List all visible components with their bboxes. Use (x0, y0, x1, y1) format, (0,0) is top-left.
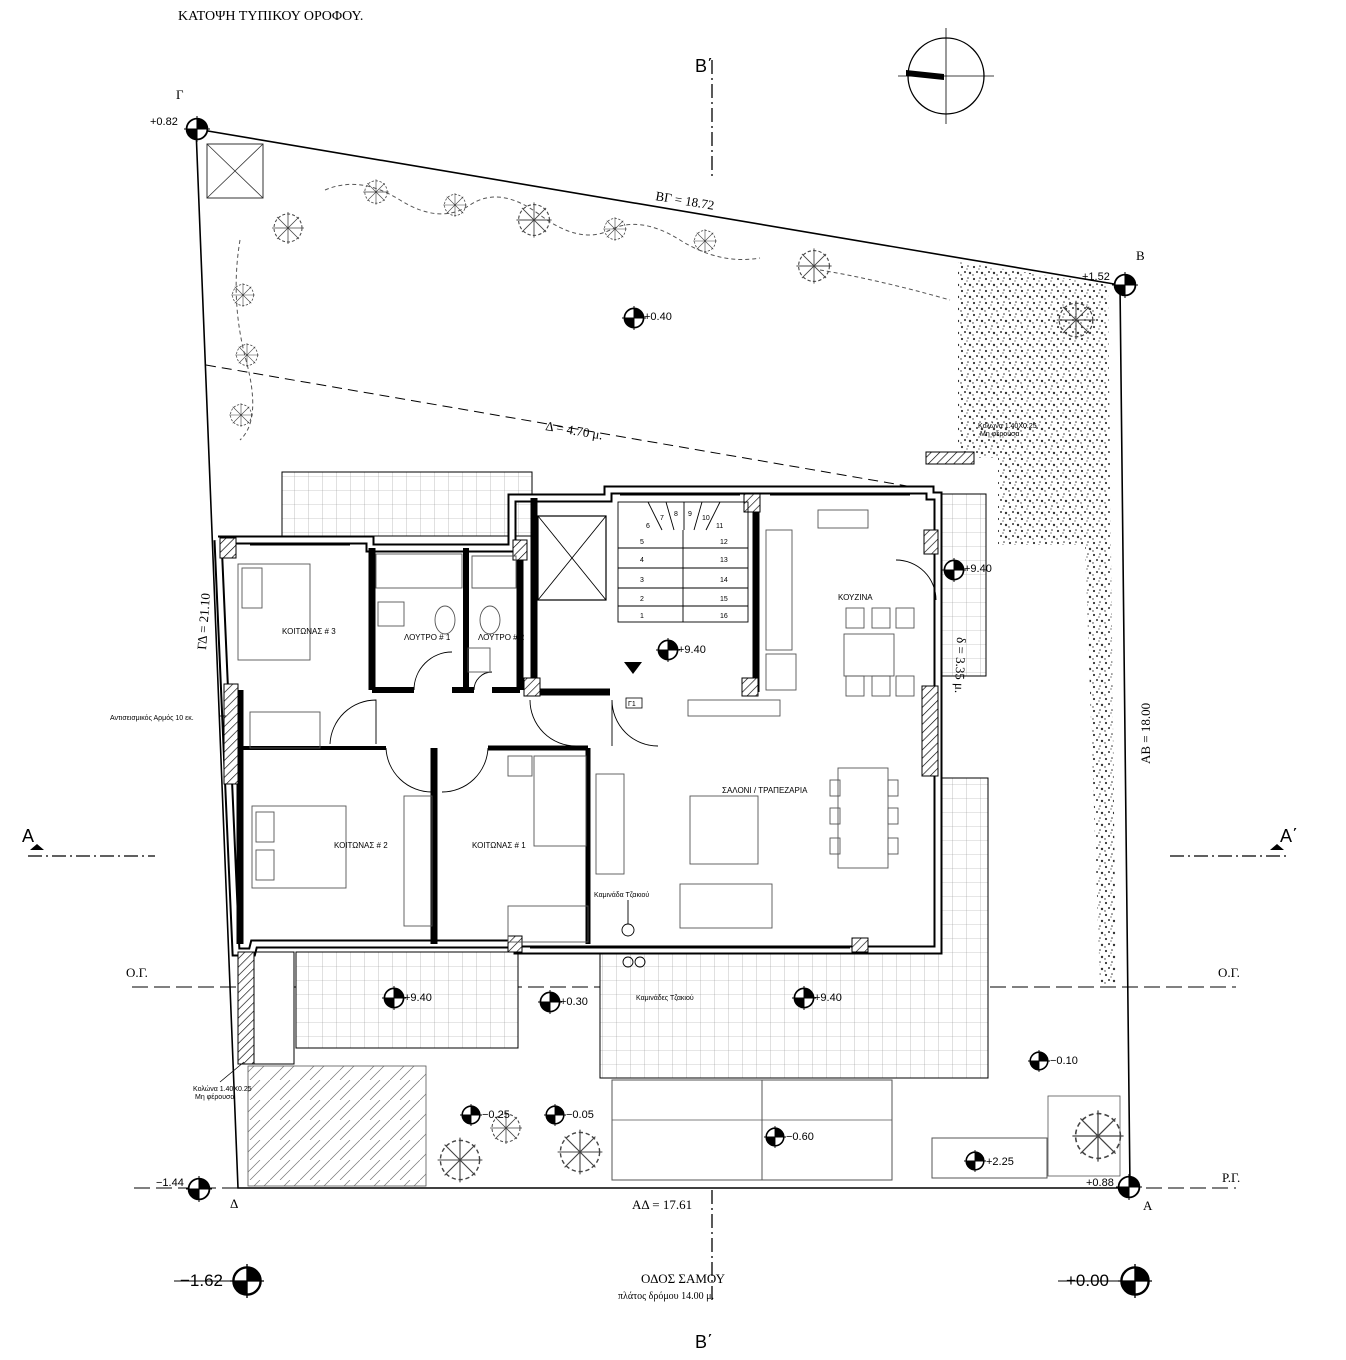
note-column-top: Κολώνα 1.40Χ0.25 (978, 422, 1037, 430)
level-marker-icon (1118, 1264, 1152, 1298)
stair-step-number: 4 (640, 557, 644, 564)
stair-step-number: 3 (640, 577, 644, 584)
garden-hedge (235, 183, 951, 441)
building-line-label-left: Ο.Γ. (126, 965, 148, 980)
planter-top-left (206, 143, 264, 199)
level-value: +0.88 (1086, 1177, 1114, 1189)
stair-step-number: 10 (702, 515, 710, 522)
staircase (617, 501, 749, 623)
corner-label-d: Δ (230, 1196, 238, 1211)
level-value: +0.40 (644, 311, 672, 323)
windows (250, 494, 935, 949)
level-value: +0.30 (560, 996, 588, 1008)
level-value: +2.25 (986, 1156, 1014, 1168)
street-line-label: Ρ.Γ. (1222, 1170, 1240, 1185)
stair-step-number: 8 (674, 511, 678, 518)
corner-label-a: Α (1143, 1198, 1153, 1213)
room-label-bath1: ΛΟΥΤΡΟ # 1 (404, 633, 451, 642)
level-marker-icon (186, 1176, 212, 1202)
street-width: πλάτος δρόμου 14.00 μ. (618, 1291, 714, 1302)
dimension-ab: ΑΒ = 18.00 (1138, 703, 1153, 764)
balcony-top (281, 471, 533, 537)
corner-label-g: Γ (176, 87, 184, 102)
note-column-bottom: Κολώνα 1.40Χ0.25 (193, 1085, 252, 1093)
north-arrow-icon (898, 28, 994, 124)
building-walls (213, 485, 943, 957)
page-title: ΚΑΤΟΨΗ ΤΥΠΙΚΟΥ ΟΡΟΦΟΥ. (178, 9, 363, 24)
level-value: −0.05 (566, 1109, 594, 1121)
level-value: −1.44 (156, 1177, 184, 1189)
level-value: +9.40 (404, 992, 432, 1004)
gravel-strip (958, 262, 1116, 985)
dimension-ad: ΑΔ = 17.61 (632, 1197, 692, 1212)
level-value: −0.25 (482, 1109, 510, 1121)
entrance-arrow-icon (624, 662, 642, 674)
section-label-b-bottom: Β΄ (695, 1332, 713, 1352)
room-label-living: ΣΑΛΟΝΙ / ΤΡΑΠΕΖΑΡΙΑ (722, 786, 808, 795)
stair-numbers: 1 2 3 4 5 6 7 8 9 10 11 12 13 14 15 16 (640, 511, 728, 620)
level-marker-icon (230, 1264, 264, 1298)
furniture (237, 509, 915, 943)
room-label-kitchen: ΚΟΥΖΙΝΑ (838, 593, 873, 602)
distance-line (205, 364, 931, 491)
doors (329, 559, 937, 793)
room-label-bedroom3: ΚΟΙΤΩΝΑΣ # 3 (282, 627, 336, 636)
room-label-bedroom2: ΚΟΙΤΩΝΑΣ # 2 (334, 841, 388, 850)
section-label-a-left: Α (22, 826, 34, 846)
corner-label-b: Β (1136, 248, 1145, 263)
building-line-label-right: Ο.Γ. (1218, 965, 1240, 980)
level-value: +0.82 (150, 116, 178, 128)
stair-step-number: 14 (720, 577, 728, 584)
level-value: +9.40 (814, 992, 842, 1004)
note-column-bottom-2: Μη φέρουσα (195, 1093, 234, 1101)
stair-step-number: 16 (720, 613, 728, 620)
stair-step-number: 6 (646, 523, 650, 530)
street-name: ΟΔΟΣ ΣΑΜΟΥ (641, 1271, 726, 1286)
section-label-a-right: Α΄ (1280, 826, 1298, 846)
dimension-delta2: δ = 3.35 μ. (952, 637, 969, 694)
room-label-bath2: ΛΟΥΤΡΟ # 2 (478, 633, 525, 642)
balcony-left (295, 951, 519, 1049)
stair-step-number: 9 (688, 511, 692, 518)
stair-step-number: 5 (640, 539, 644, 546)
stair-tag: Γ1 (628, 701, 636, 708)
room-label-bedroom1: ΚΟΙΤΩΝΑΣ # 1 (472, 841, 526, 850)
section-label-b-top: Β΄ (695, 56, 713, 76)
level-value: +9.40 (964, 563, 992, 575)
level-value: +9.40 (678, 644, 706, 656)
stair-step-number: 2 (640, 596, 644, 603)
stair-step-number: 15 (720, 596, 728, 603)
stair-step-number: 13 (720, 557, 728, 564)
chimney (621, 900, 646, 968)
structural-columns (219, 451, 975, 1065)
level-value: +1.52 (1082, 271, 1110, 283)
note-chimney: Καμινάδα Τζακιού (594, 891, 649, 899)
stair-step-number: 12 (720, 539, 728, 546)
elevator-shaft (537, 515, 607, 601)
note-chimneys: Καμινάδες Τζακιού (636, 994, 694, 1002)
stair-step-number: 11 (716, 523, 723, 530)
level-value: −0.10 (1050, 1055, 1078, 1067)
ground-level-zone (247, 1065, 1121, 1187)
dimension-gd: ΓΔ = 21.10 (194, 593, 213, 651)
stair-step-number: 1 (640, 613, 644, 620)
level-value: −0.60 (786, 1131, 814, 1143)
note-column-top-2: Μη φέρουσα (980, 430, 1019, 438)
stair-step-number: 7 (660, 515, 664, 522)
balcony-kitchen (939, 493, 987, 677)
note-seismic-joint: Αντισεισμικός Αρμός 10 εκ. (110, 714, 194, 722)
